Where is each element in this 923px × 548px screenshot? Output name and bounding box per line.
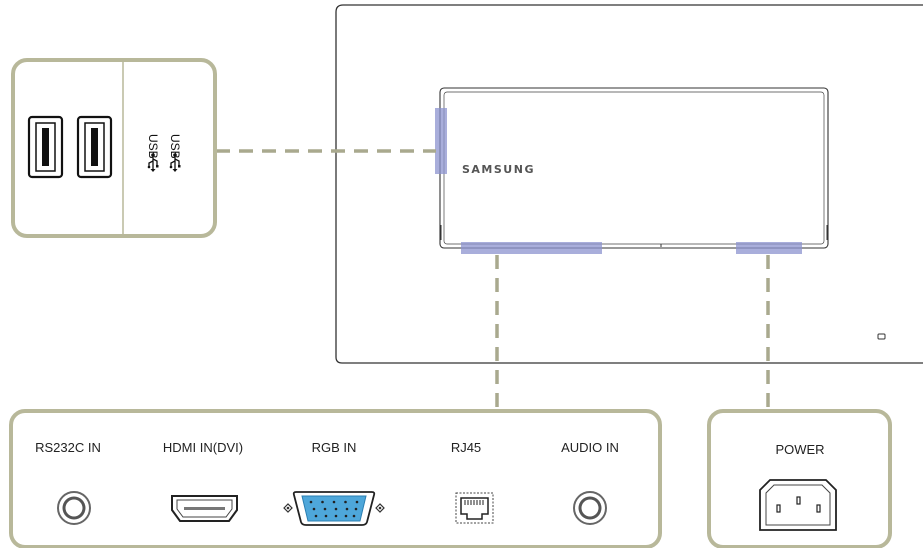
usb-port-1 bbox=[27, 115, 64, 179]
usb-location-highlight bbox=[435, 108, 447, 174]
port-label-rj45: RJ45 bbox=[451, 440, 481, 455]
ethernet-port-icon bbox=[455, 492, 494, 524]
usb-port-label-1: USB bbox=[146, 134, 160, 159]
monitor-rear-outline bbox=[335, 4, 923, 364]
port-label-power: POWER bbox=[775, 442, 824, 457]
hdmi-port-icon bbox=[171, 495, 238, 522]
port-label-rgb: RGB IN bbox=[312, 440, 357, 455]
usb-port-label-2: USB bbox=[168, 134, 182, 159]
io-callout-panel bbox=[9, 409, 662, 548]
vga-port-icon bbox=[283, 491, 385, 526]
io-location-highlight bbox=[461, 242, 602, 254]
usb-port-2 bbox=[76, 115, 113, 179]
power-location-highlight bbox=[736, 242, 802, 254]
round-jack-icon bbox=[573, 491, 607, 525]
port-label-audio: AUDIO IN bbox=[561, 440, 619, 455]
usb-callout-panel bbox=[11, 58, 217, 238]
usb-trident-icon bbox=[169, 153, 181, 172]
round-jack-icon bbox=[57, 491, 91, 525]
brand-logo: SAMSUNG bbox=[462, 163, 535, 176]
usb-trident-icon bbox=[147, 153, 159, 172]
monitor-indicator bbox=[877, 333, 886, 340]
port-label-hdmi: HDMI IN(DVI) bbox=[163, 440, 243, 455]
port-label-rs232c: RS232C IN bbox=[35, 440, 101, 455]
power-callout-panel bbox=[707, 409, 892, 548]
ac-power-socket-icon bbox=[759, 479, 837, 531]
